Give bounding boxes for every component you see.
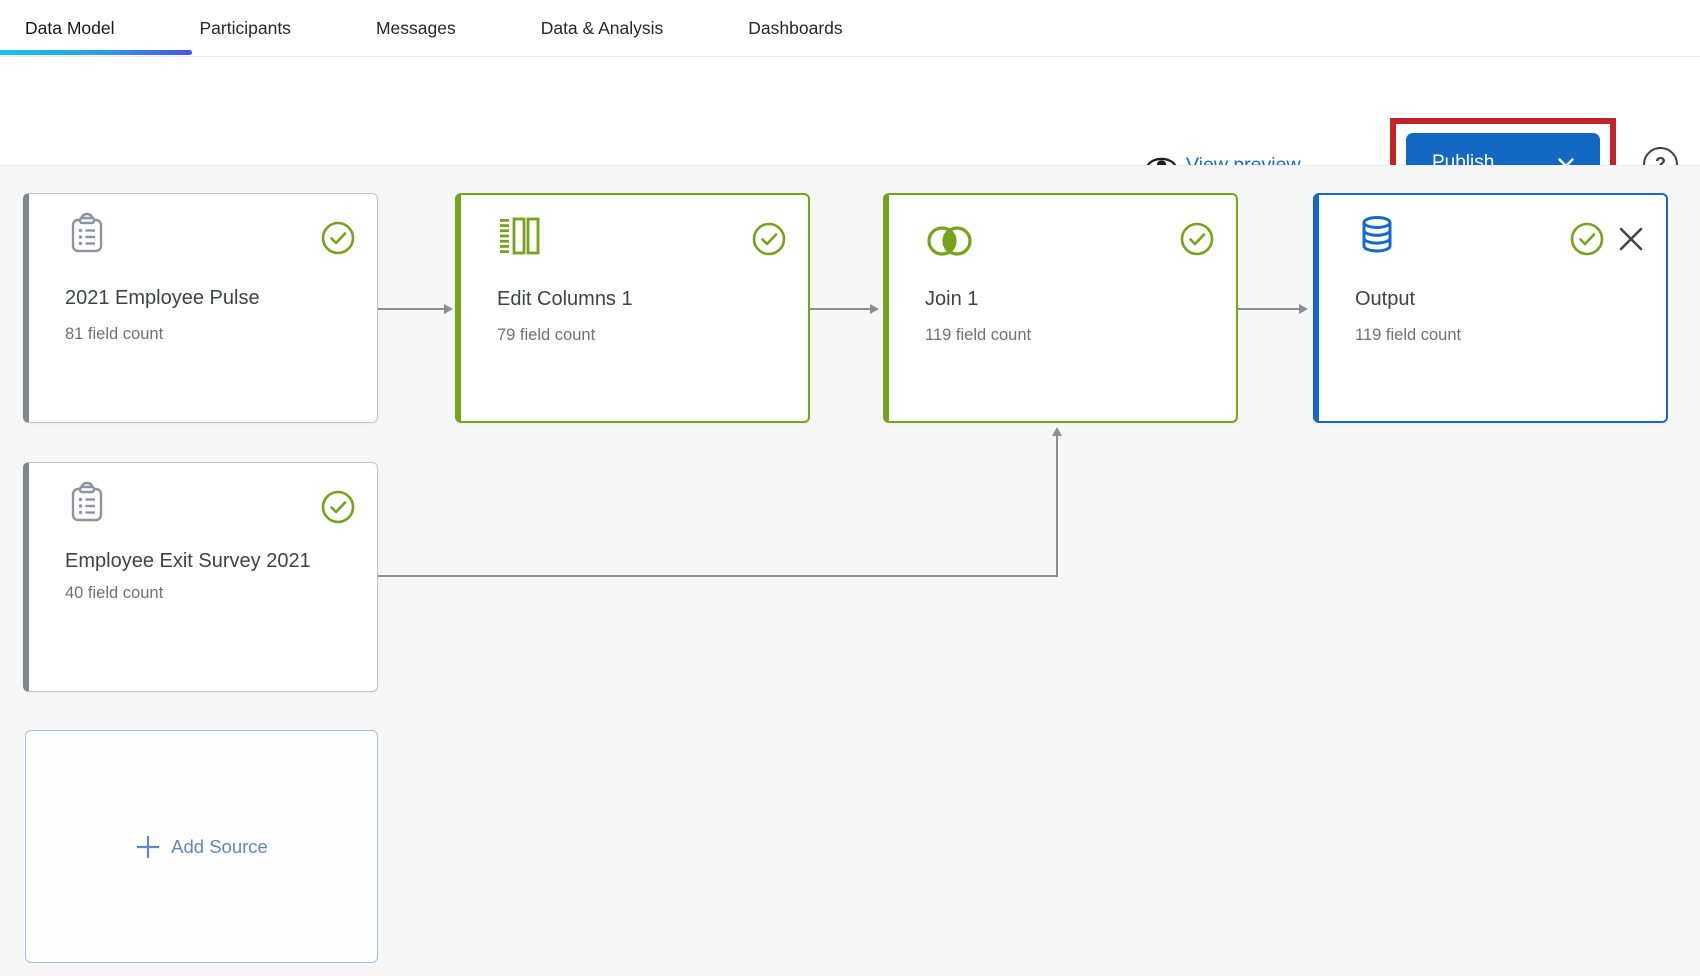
arrowhead-right-icon [1299,303,1308,314]
node-field-count: 79 field count [497,326,596,344]
valid-check-icon [752,222,786,256]
survey-clipboard-icon [71,481,103,522]
node-title: 2021 Employee Pulse [65,287,260,309]
node-title: Join 1 [925,288,979,310]
connector-exit-to-join-horizontal [378,575,1058,577]
tab-messages[interactable]: Messages [375,17,456,38]
tab-data-model[interactable]: Data Model [25,17,115,38]
close-icon[interactable] [1618,226,1644,252]
node-title: Edit Columns 1 [497,288,633,310]
node-card-employee-exit-survey[interactable]: Employee Exit Survey 2021 40 field count [23,462,378,692]
node-card-join-1[interactable]: Join 1 119 field count [883,193,1238,423]
connector-edit-to-join [810,308,872,310]
arrowhead-right-icon [444,303,453,314]
add-source-label: Add Source [171,835,268,857]
node-field-count: 81 field count [65,325,164,343]
connector-join-to-output [1238,308,1301,310]
edit-columns-icon [500,217,540,255]
tab-data-analysis[interactable]: Data & Analysis [540,17,664,38]
node-field-count: 119 field count [925,326,1032,344]
connector-pulse-to-edit [378,308,446,310]
tab-dashboards[interactable]: Dashboards [748,17,843,38]
tab-participants[interactable]: Participants [199,17,291,38]
node-card-2021-employee-pulse[interactable]: 2021 Employee Pulse 81 field count [23,193,378,423]
database-icon [1362,216,1392,253]
arrowhead-right-icon [870,303,879,314]
node-title: Output [1355,288,1416,310]
help-label: ? [1655,154,1666,174]
node-card-output[interactable]: Output 119 field count [1313,193,1668,423]
node-title: Employee Exit Survey 2021 [65,550,311,572]
connector-exit-to-join-vertical [1056,436,1058,577]
toolbar-header: View preview Publish ? [0,57,1700,208]
valid-check-icon [1570,222,1604,256]
top-tab-bar: Data Model Participants Messages Data & … [0,0,1700,57]
node-card-edit-columns-1[interactable]: Edit Columns 1 79 field count [455,193,810,423]
survey-clipboard-icon [71,212,103,253]
add-source-button[interactable]: Add Source [25,730,378,963]
node-field-count: 119 field count [1355,326,1462,344]
valid-check-icon [321,221,355,255]
join-icon [927,226,972,256]
plus-icon [137,835,160,858]
active-tab-underline [0,50,192,55]
valid-check-icon [1180,222,1214,256]
valid-check-icon [321,490,355,524]
arrowhead-up-icon [1051,427,1062,436]
node-field-count: 40 field count [65,584,164,602]
